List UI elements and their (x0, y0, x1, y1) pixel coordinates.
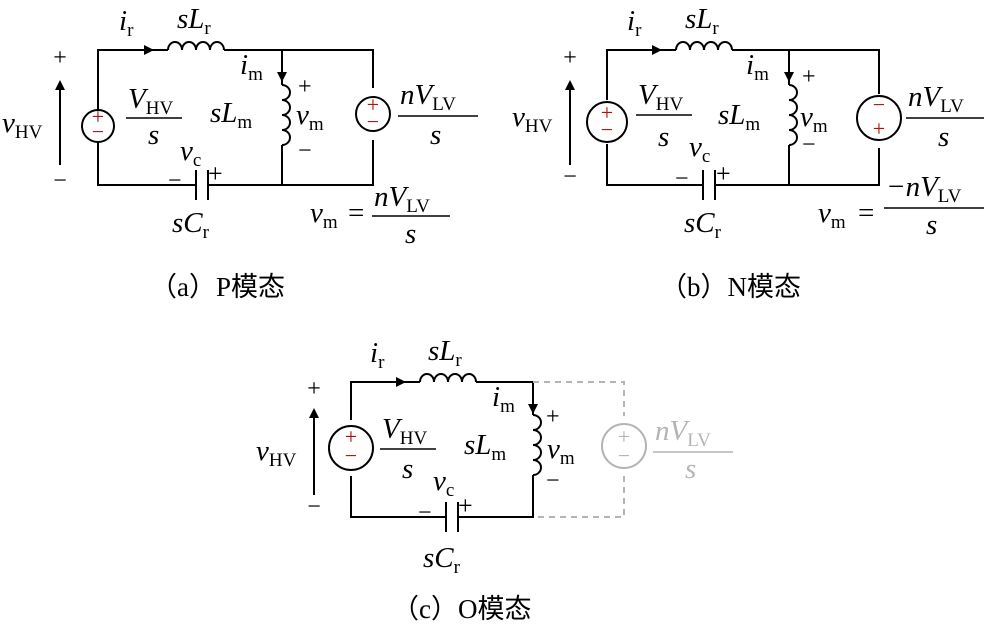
svg-text:+: + (601, 100, 613, 125)
ir-label: ir (627, 5, 642, 41)
slr-label: sLr (685, 3, 719, 39)
vhv-source-den: s (658, 121, 669, 153)
vc-minus: − (418, 500, 432, 526)
vhv-label: vHV (2, 107, 43, 143)
vhv-plus: + (53, 45, 67, 71)
vm-equation-lhs: vm (818, 197, 846, 233)
vm-equation-sign: = (348, 197, 364, 229)
slr-label: sLr (177, 3, 211, 39)
slm-label: sLm (464, 429, 506, 465)
inactive-branch (533, 381, 625, 518)
caption-c: （c）O模态 (392, 594, 531, 624)
vhv-source-den: s (148, 119, 159, 151)
scr-label: sCr (684, 207, 722, 243)
slm-label: sLm (718, 99, 760, 135)
panel-a: + − + − + − vHV ir sLr VHV s im sLm + vm… (2, 3, 478, 302)
vc-plus: + (458, 491, 473, 520)
svg-text:+: + (367, 92, 379, 117)
vhv-source-den: s (402, 453, 413, 485)
vhv-source-num: VHV (128, 83, 173, 119)
vhv-minus: − (307, 494, 321, 520)
im-label: im (240, 49, 263, 85)
magnetizing-inductor (281, 84, 291, 146)
vhv-plus: + (307, 376, 321, 402)
caption-a: （a）P模态 (150, 272, 285, 302)
vm-equation-sign: = (858, 197, 874, 229)
vc-label: vc (180, 135, 201, 171)
vc-plus: + (208, 159, 223, 188)
im-label: im (492, 381, 515, 417)
nvlv-source-num: nVLV (400, 79, 456, 115)
vc-label: vc (433, 465, 454, 501)
series-inductor (167, 41, 225, 51)
inactive-source-label: nVLV s (655, 415, 711, 485)
svg-text:−: − (367, 109, 379, 134)
ir-label: ir (119, 5, 134, 41)
nvlv-source-num: nVLV (655, 415, 711, 451)
lv-source-inactive: + − (601, 423, 647, 469)
vm-equation-num: nVLV (374, 181, 430, 217)
vm-minus: − (802, 132, 816, 158)
nvlv-source-den: s (685, 453, 696, 485)
vm-plus: + (546, 404, 560, 430)
svg-text:+: + (873, 116, 885, 141)
vm-equation-den: s (405, 218, 416, 250)
vhv-label: vHV (256, 435, 297, 471)
resonant-capacitor (702, 170, 716, 200)
vm-equation-num: −nVLV (886, 171, 962, 207)
series-inductor (675, 41, 733, 51)
panel-c: + − + − + − vHV ir sLr VHV s im sLm + vm… (256, 335, 733, 624)
vhv-plus: + (563, 45, 577, 71)
magnetizing-inductor (532, 414, 542, 476)
vm-equation-den: s (926, 209, 937, 241)
vc-minus: − (675, 166, 689, 192)
svg-text:−: − (345, 443, 357, 468)
vhv-label: vHV (512, 101, 553, 137)
scr-label: sCr (172, 207, 210, 243)
svg-text:+: + (92, 104, 104, 129)
svg-text:−: − (873, 92, 885, 117)
vm-plus: + (298, 74, 312, 100)
hv-source: + − (328, 424, 374, 471)
nvlv-source-den: s (938, 121, 949, 153)
hv-source: + − (81, 104, 115, 144)
vc-label: vc (689, 131, 710, 167)
vm-label: vm (547, 433, 575, 469)
vhv-source-num: VHV (638, 79, 683, 115)
hv-source: + − (586, 100, 628, 143)
series-inductor (419, 373, 477, 383)
lv-source-reversed: − + (856, 92, 902, 141)
slr-label: sLr (428, 335, 462, 371)
panel-b: + − − + + − vHV ir sLr VHV s im sLm + vm… (512, 3, 984, 302)
im-label: im (746, 49, 769, 85)
slm-label: sLm (210, 97, 252, 133)
ir-label: ir (370, 337, 385, 373)
vc-plus: + (716, 159, 731, 188)
scr-label: sCr (423, 542, 461, 578)
nvlv-source-num: nVLV (908, 81, 964, 117)
vhv-source-num: VHV (382, 413, 427, 449)
vm-label: vm (800, 101, 828, 137)
caption-b: （b）N模态 (660, 272, 801, 302)
vm-equation-lhs: vm (310, 197, 338, 233)
resonant-capacitor (195, 170, 209, 200)
vc-minus: − (168, 168, 182, 194)
nvlv-source-den: s (430, 119, 441, 151)
vhv-minus: − (53, 168, 67, 194)
svg-text:−: − (92, 119, 104, 144)
vm-minus: − (546, 468, 560, 494)
lv-source: + − (355, 92, 391, 134)
vhv-minus: − (563, 164, 577, 190)
resonant-capacitor (445, 502, 459, 532)
svg-text:+: + (345, 424, 357, 449)
svg-text:−: − (618, 443, 630, 468)
svg-text:−: − (601, 117, 613, 142)
vm-minus: − (298, 138, 312, 164)
vm-plus: + (802, 64, 816, 90)
vm-label: vm (296, 99, 324, 135)
svg-text:+: + (618, 424, 630, 449)
magnetizing-inductor (788, 84, 798, 146)
